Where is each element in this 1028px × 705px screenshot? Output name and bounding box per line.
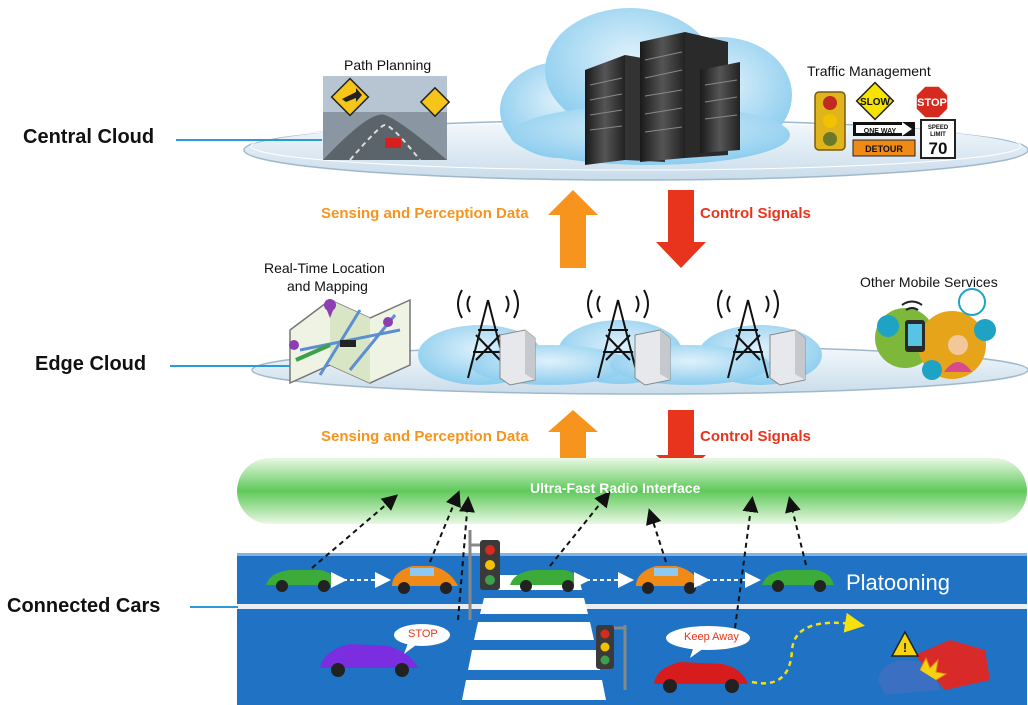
car-green-3-icon xyxy=(762,570,834,592)
uplink-arrow-top xyxy=(548,190,598,268)
server-rack-icon xyxy=(585,32,740,165)
speed-limit-text-1: SPEED xyxy=(928,125,949,131)
stop-bubble-text: STOP xyxy=(408,628,438,640)
keep-away-bubble xyxy=(666,626,750,658)
car-purple-icon xyxy=(320,644,418,677)
car-red-icon xyxy=(654,662,748,693)
stop-bubble xyxy=(394,624,450,654)
connected-cars-connector xyxy=(190,606,238,608)
slow-sign-text: SLOW xyxy=(860,97,891,108)
realtime-location-label-2: and Mapping xyxy=(287,278,368,294)
stop-sign-icon xyxy=(915,85,949,119)
control-signals-label-top: Control Signals xyxy=(700,205,811,222)
cell-tower-3-icon xyxy=(717,289,779,379)
central-cloud-connector xyxy=(176,139,322,141)
downlink-arrow-top xyxy=(656,190,706,268)
detour-sign-icon xyxy=(852,139,916,157)
car-green-2-icon xyxy=(510,570,582,592)
mobile-services-icon xyxy=(875,288,996,380)
connected-cars-label: Connected Cars xyxy=(7,595,161,617)
radio-interface-label: Ultra-Fast Radio Interface xyxy=(530,480,701,496)
path-planning-image xyxy=(323,76,451,161)
speed-limit-sign-icon xyxy=(920,119,956,159)
traffic-signals-icon xyxy=(814,91,846,151)
detour-sign-text: DETOUR xyxy=(865,144,903,154)
one-way-sign-text: ONE WAY xyxy=(864,128,897,135)
svg-text:!: ! xyxy=(903,640,907,655)
other-mobile-services-label: Other Mobile Services xyxy=(860,274,998,290)
keep-away-bubble-text: Keep Away xyxy=(684,631,739,643)
hazard-path-arrow xyxy=(751,612,865,685)
car-orange-2-icon xyxy=(636,566,702,594)
road-traffic-light-1-icon xyxy=(468,530,500,620)
crash-icon: ! xyxy=(878,630,990,695)
road-traffic-light-2-icon xyxy=(596,625,627,690)
speed-limit-text-2: LIMIT xyxy=(930,132,946,138)
v2x-links xyxy=(311,490,807,629)
car-green-1-icon xyxy=(266,570,338,592)
cell-tower-2-icon xyxy=(587,289,649,379)
control-signals-label-bottom: Control Signals xyxy=(700,428,811,445)
realtime-location-label-1: Real-Time Location xyxy=(264,260,385,276)
edge-cloud-connector xyxy=(170,365,290,367)
one-way-sign-icon xyxy=(853,122,915,136)
sensing-data-label-top: Sensing and Perception Data xyxy=(321,205,529,222)
car-orange-1-icon xyxy=(392,566,458,594)
platooning-label: Platooning xyxy=(846,570,950,595)
edge-server-2-icon xyxy=(634,329,671,386)
speed-limit-value: 70 xyxy=(929,139,948,158)
slow-sign-icon xyxy=(855,81,895,121)
traffic-management-label: Traffic Management xyxy=(807,63,931,79)
radio-interface-band xyxy=(237,458,1027,524)
central-cloud-label: Central Cloud xyxy=(23,126,155,148)
crosswalk xyxy=(462,575,606,700)
sensing-data-label-bottom: Sensing and Perception Data xyxy=(321,428,529,445)
edge-cloud-label: Edge Cloud xyxy=(35,353,147,375)
edge-server-3-icon xyxy=(769,329,806,386)
path-planning-label: Path Planning xyxy=(344,57,432,73)
cell-tower-1-icon xyxy=(457,289,519,379)
map-icon xyxy=(289,298,411,385)
edge-server-1-icon xyxy=(499,329,536,386)
stop-sign-text: STOP xyxy=(917,97,947,109)
